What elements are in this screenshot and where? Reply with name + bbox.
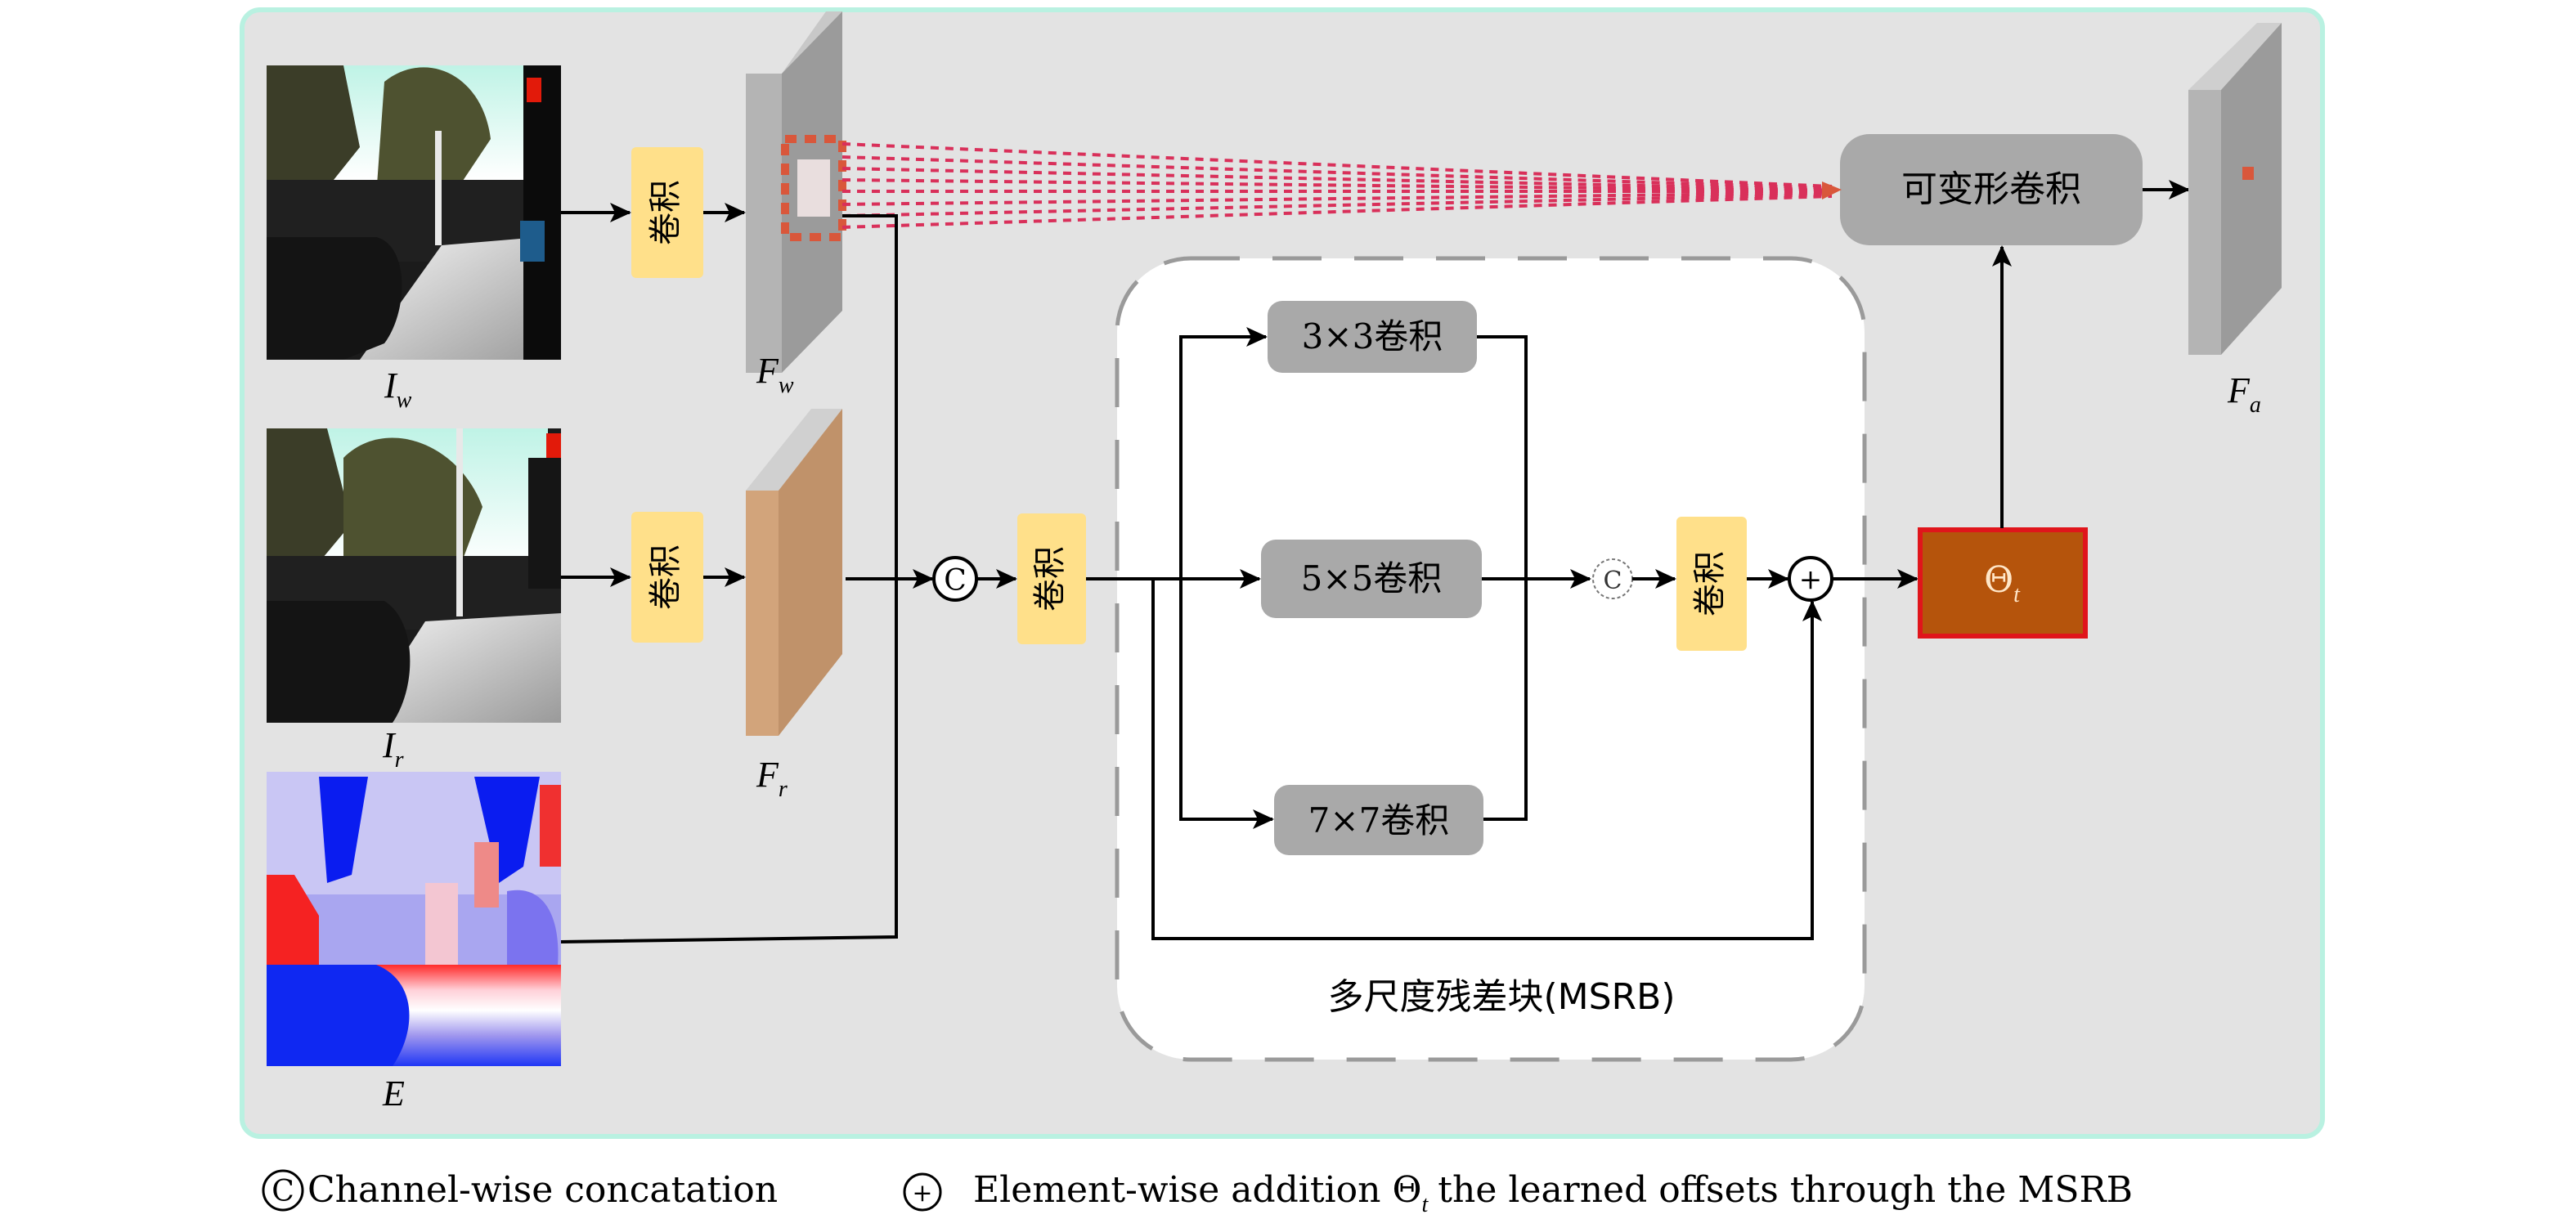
svg-text:5×5卷积: 5×5卷积: [1301, 558, 1443, 598]
offsets-block: Θt: [1918, 527, 2088, 639]
warped-image-Iw: [267, 65, 561, 360]
label-Fr: Fr: [756, 755, 788, 802]
msrb-concat-node: C: [1592, 558, 1633, 599]
connector-E-to-concat: [560, 579, 898, 943]
branch-7x7-conv: 7×7卷积: [1274, 785, 1483, 855]
feature-map-Fw: [746, 11, 846, 373]
concat-node: C: [932, 556, 978, 602]
svg-text:可变形卷积: 可变形卷积: [1901, 168, 2081, 210]
conv-label: 卷积: [647, 180, 684, 245]
add-node: +: [1788, 556, 1833, 602]
legend: C Channel-wise concatation + Element-wis…: [262, 1169, 2133, 1217]
branch-to-7x7: [1179, 579, 1274, 829]
svg-text:+: +: [912, 1179, 932, 1208]
conv-label: 卷积: [647, 545, 684, 610]
branch-5x5-conv: 5×5卷积: [1261, 540, 1482, 618]
svg-text:C: C: [272, 1175, 294, 1208]
label-Ir: Ir: [382, 725, 404, 773]
label-Fa: Fa: [2227, 370, 2261, 418]
svg-text:Channel-wise concatation: Channel-wise concatation: [307, 1169, 778, 1211]
svg-text:7×7卷积: 7×7卷积: [1308, 800, 1450, 840]
connector-Fw-to-concat: [842, 214, 898, 579]
svg-text:Θt: Θt: [1984, 559, 2021, 607]
conv-label: 卷积: [1031, 546, 1069, 612]
branch-3x3-conv: 3×3卷积: [1268, 301, 1477, 373]
conv-block-msrb: 卷积: [1676, 517, 1747, 651]
feature-map-Fr: [746, 409, 842, 736]
label-Iw: Iw: [384, 365, 412, 413]
svg-text:C: C: [1604, 567, 1622, 595]
msrb-container: [1115, 256, 1867, 1062]
svg-text:3×3卷积: 3×3卷积: [1302, 316, 1443, 356]
sampling-arrow-head: [1822, 182, 1842, 199]
feature-map-Fa: [2188, 23, 2282, 355]
svg-text:+: +: [1799, 563, 1823, 596]
conv-block-fusion: 卷积: [1017, 513, 1086, 644]
conv-block-reference: 卷积: [631, 512, 703, 643]
legend-concat: C Channel-wise concatation: [262, 1169, 778, 1212]
error-map-E: [267, 772, 561, 1066]
label-E: E: [382, 1073, 405, 1114]
deformable-conv-block: 可变形卷积: [1840, 134, 2143, 245]
branch-to-3x3: [1179, 327, 1268, 579]
msrb-title: 多尺度残差块(MSRB): [1328, 976, 1676, 1018]
conv-block-warped: 卷积: [631, 147, 703, 278]
deformable-sampling-lines: [841, 142, 1833, 229]
conv-label: 卷积: [1691, 551, 1729, 616]
residual-skip: [1151, 579, 1822, 940]
reference-image-Ir: [267, 428, 561, 723]
svg-text:C: C: [944, 564, 967, 598]
label-Fw: Fw: [756, 351, 794, 398]
